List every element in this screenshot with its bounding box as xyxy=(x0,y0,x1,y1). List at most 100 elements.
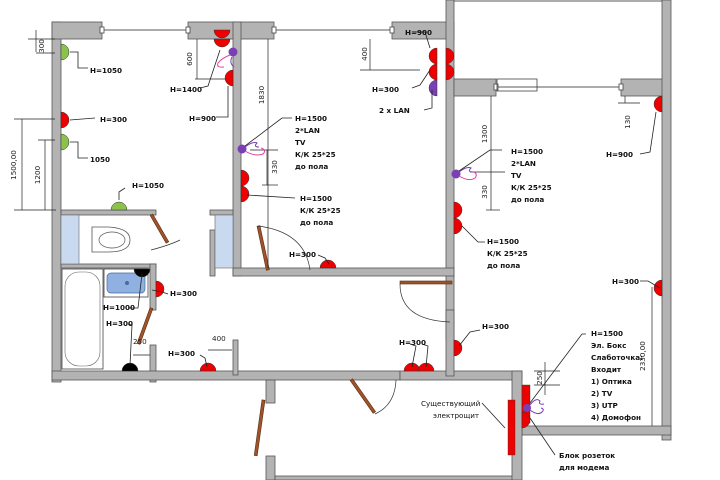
kitchen-tv-line-1: H=1500 xyxy=(511,147,543,156)
label-bedroom1-h1400: H=1400 xyxy=(170,85,202,94)
wall-corridor-right xyxy=(445,309,455,377)
special-outlet-washer xyxy=(133,268,151,278)
panel-line-1: H=1500 xyxy=(591,329,623,338)
tv-lan-kitchen xyxy=(451,169,461,179)
wall-bottom-left xyxy=(51,370,401,381)
drain-icon xyxy=(125,281,129,285)
switch-bath-top xyxy=(110,201,128,211)
outlet-bedroom1-side xyxy=(224,69,234,87)
panel-line-7: 3) UTP xyxy=(591,401,618,410)
label-living-tv-block: H=1500 2*LAN TV К/К 25*25 до пола xyxy=(295,114,336,171)
outlet-bedroom2-2 xyxy=(428,63,438,81)
label-right-h900: H=900 xyxy=(606,150,633,159)
label-hall-switch-left: 1050 xyxy=(90,155,110,164)
living-tv-line-5: до пола xyxy=(295,162,328,171)
window-left-frame-1 xyxy=(99,26,105,34)
label-living-outlets: H=1500 К/К 25*25 до пола xyxy=(300,194,341,227)
wall-right-bottom xyxy=(521,425,672,436)
sockets xyxy=(60,29,663,456)
outlet-right-h300 xyxy=(653,279,663,297)
outlet-bedroom2-1 xyxy=(428,47,438,65)
living-outlets-line-1: H=1500 xyxy=(300,194,332,203)
window-mid-frame-1 xyxy=(271,26,277,34)
outlet-corridor-double-2 xyxy=(417,362,435,372)
outlet-kitchen-door xyxy=(453,339,463,357)
panel-line-3: Слаботочка: xyxy=(591,353,643,362)
label-bedroom2-h300: H=300 xyxy=(372,85,399,94)
outlet-kitchen-2 xyxy=(453,217,463,235)
doors xyxy=(136,213,453,457)
labels: H=1050 H=300 1050 H=1050 H=1400 H=900 H=… xyxy=(90,28,643,472)
dim-330-a: 330 xyxy=(270,160,279,174)
door-wc xyxy=(149,213,170,244)
label-modem-block: Блок розеток для модема xyxy=(559,451,615,472)
label-existing-panel: Существующий электрощит xyxy=(421,399,481,420)
wall-closet xyxy=(209,209,234,216)
wall-corridor-left xyxy=(265,379,276,404)
panel-line-2: Эл. Бокс xyxy=(591,341,626,350)
window-right-frame-2 xyxy=(618,83,624,91)
leader-lines xyxy=(69,31,661,456)
wall-top-bedroom1 xyxy=(187,21,275,40)
kitchen-tv-line-3: TV xyxy=(511,171,522,180)
wall-bottom-right xyxy=(399,370,523,381)
wall-bottom-stub xyxy=(232,339,239,376)
walls xyxy=(51,0,672,480)
living-outlets-line-2: К/К 25*25 xyxy=(300,206,341,215)
outlet-bedroom2-4 xyxy=(445,63,455,81)
wall-bath-top xyxy=(60,209,157,216)
wall-bath-right-2 xyxy=(149,344,157,383)
kitchen-tv-line-4: К/К 25*25 xyxy=(511,183,552,192)
wall-bath-mid xyxy=(60,263,157,269)
label-bath-washer: H=1000 xyxy=(103,303,135,312)
outlet-hall-left xyxy=(60,111,70,129)
modem-lan xyxy=(523,404,531,412)
window-mid-frame-2 xyxy=(389,26,395,34)
label-hall-switch-top: H=1050 xyxy=(90,66,122,75)
lan-bedroom2 xyxy=(428,79,438,97)
outlet-bath-wall xyxy=(155,280,165,298)
wall-closet-side xyxy=(209,229,216,277)
door-corridor-2 xyxy=(253,399,266,457)
modem-line-1: Блок розеток xyxy=(559,451,615,460)
door-living xyxy=(256,225,270,271)
label-bath-outlet: H=300 xyxy=(170,289,197,298)
label-panel-block: H=1500 Эл. Бокс Слаботочка: Входит 1) Оп… xyxy=(591,329,643,422)
dim-1300: 1300 xyxy=(480,124,489,143)
label-bath-floor: H=300 xyxy=(106,319,133,328)
dimension-lines xyxy=(14,30,653,426)
label-bedroom2-h900: H=900 xyxy=(405,28,432,37)
outlet-kitchen-1 xyxy=(453,201,463,219)
wall-corridor-bottom xyxy=(274,475,521,480)
wall-left-outer xyxy=(51,21,62,383)
switch-hall-left xyxy=(60,133,70,151)
wall-corridor-left-2 xyxy=(265,455,276,480)
outlet-living-door xyxy=(319,259,337,269)
dim-1200: 1200 xyxy=(33,165,42,184)
modem-outlet-block xyxy=(521,411,531,429)
panel-line-5: 1) Оптика xyxy=(591,377,632,386)
dim-250-panel: 250 xyxy=(535,371,544,385)
tiled-areas xyxy=(60,214,234,269)
wc-tile xyxy=(60,214,80,265)
outlet-bedroom1-top-2 xyxy=(213,38,231,48)
door-bath xyxy=(136,307,154,345)
door-kitchen xyxy=(399,280,453,285)
door-corridor-1 xyxy=(349,378,376,414)
living-tv-line-2: 2*LAN xyxy=(295,126,320,135)
living-tv-line-3: TV xyxy=(295,138,306,147)
closet-tile xyxy=(214,214,234,269)
label-hall-outlet-left: H=300 xyxy=(100,115,127,124)
toilet-bowl xyxy=(98,231,126,249)
wall-living-bottom xyxy=(232,267,455,277)
dim-130: 130 xyxy=(623,115,632,129)
dim-400-bottom: 400 xyxy=(212,334,226,343)
dim-1830: 1830 xyxy=(257,85,266,104)
label-hall-switch-bath: H=1050 xyxy=(132,181,164,190)
kitchen-outlets-line-1: H=1500 xyxy=(487,237,519,246)
label-kitchen-tv-block: H=1500 2*LAN TV К/К 25*25 до пола xyxy=(511,147,552,204)
existing-panel-line-2: электрощит xyxy=(433,411,479,420)
label-bedroom1-h900: H=900 xyxy=(189,114,216,123)
living-tv-line-1: H=1500 xyxy=(295,114,327,123)
